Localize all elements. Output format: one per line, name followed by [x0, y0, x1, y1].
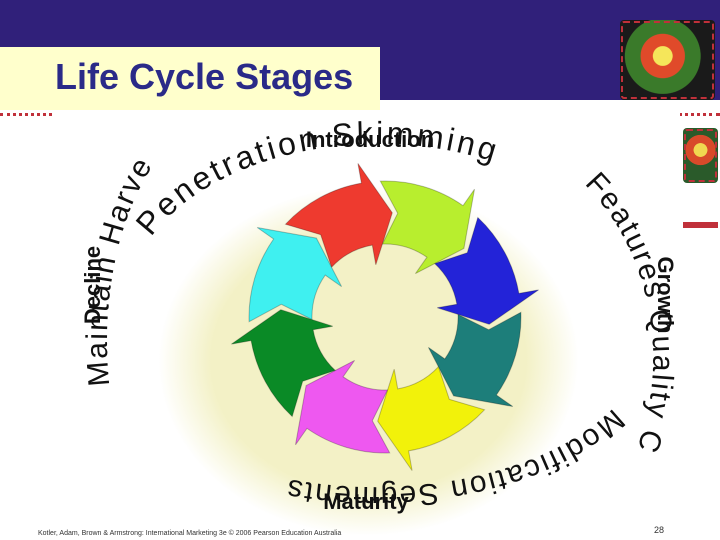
stage-label-growth: Growth	[653, 257, 678, 334]
dotted-divider-left	[0, 113, 52, 116]
stage-label-maturity: Maturity	[323, 489, 409, 514]
cycle-arrow-growth-lower	[433, 216, 539, 325]
diagram-panel: Penetration Skimming Features Quality Ch…	[57, 113, 680, 540]
strategy-ring: Penetration Skimming Features Quality Ch…	[57, 113, 677, 513]
stage-label-decline: Decline	[80, 246, 105, 324]
cycle-arrow-decline-lower	[295, 359, 391, 454]
decorative-image-right	[683, 128, 718, 183]
cycle-arrow-introduction-left	[248, 227, 343, 323]
cycle-arrow-maturity-right	[427, 311, 522, 407]
decorative-image-top-right	[620, 20, 715, 100]
title-plate	[0, 47, 380, 110]
cycle-arrow-growth-upper	[379, 180, 475, 275]
strategy-text-decline: Maintain Harvest Divest	[57, 113, 158, 388]
cycle-arrow-introduction-right	[284, 163, 393, 269]
stage-label-introduction: Introduction	[306, 127, 434, 152]
life-cycle-diagram: Penetration Skimming Features Quality Ch…	[57, 113, 678, 514]
strategy-label-decline: Maintain Harvest Divest	[57, 113, 160, 388]
footer-citation: Kotler, Adam, Brown & Armstrong: Interna…	[38, 530, 342, 537]
slide-title: Life Cycle Stages	[55, 56, 354, 97]
cycle-arrow-maturity-left	[377, 365, 486, 471]
cycle-arrow-decline-upper	[231, 309, 337, 418]
page-number: 28	[654, 525, 665, 535]
arrow-ring	[231, 163, 539, 471]
dotted-divider-right	[660, 113, 720, 116]
decorative-bar-right	[683, 222, 718, 228]
